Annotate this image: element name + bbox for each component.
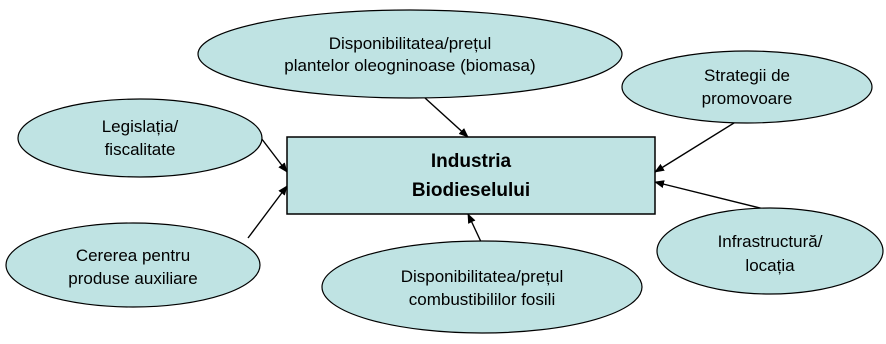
node-infrastructure-line1: Infrastructură/ — [718, 232, 823, 251]
node-biomass-line1: Disponibilitatea/prețul — [329, 34, 492, 53]
arrow-promotion-to-center — [654, 117, 743, 173]
node-byproducts: Cererea pentru produse auxiliare — [5, 222, 261, 308]
arrow-legislation-to-center — [257, 133, 288, 173]
node-byproducts-shape — [5, 222, 261, 308]
node-infrastructure-shape — [656, 207, 884, 295]
node-promotion-shape — [621, 50, 873, 124]
node-fossil-line2: combustibililor fosili — [409, 290, 555, 309]
node-infrastructure-line2: locația — [745, 256, 795, 275]
center-box: Industria Biodieselului — [286, 136, 656, 215]
arrow-infrastructure-to-center — [654, 180, 777, 213]
node-biomass-line2: plantelor oleogninoase (biomasa) — [284, 56, 535, 75]
node-byproducts-line1: Cererea pentru — [76, 246, 190, 265]
node-promotion-line1: Strategii de — [704, 66, 790, 85]
center-box-shape — [286, 136, 656, 215]
node-infrastructure: Infrastructură/ locația — [656, 207, 884, 295]
node-byproducts-line2: produse auxiliare — [68, 269, 197, 288]
center-title-line2: Biodieselului — [412, 180, 530, 201]
node-biomass: Disponibilitatea/prețul plantelor oleogn… — [197, 9, 623, 99]
node-fossil: Disponibilitatea/prețul combustibililor … — [321, 240, 643, 334]
center-title-line1: Industria — [431, 151, 512, 172]
node-legislation: Legislația/ fiscalitate — [17, 98, 263, 178]
arrow-byproducts-to-center — [247, 185, 288, 239]
node-legislation-line2: fiscalitate — [105, 140, 176, 159]
arrows — [247, 97, 777, 245]
arrow-biomass-to-center — [424, 97, 469, 138]
node-biomass-shape — [197, 9, 623, 99]
node-fossil-shape — [321, 240, 643, 334]
arrow-fossil-to-center — [467, 213, 483, 245]
node-legislation-line1: Legislația/ — [102, 117, 179, 136]
node-promotion: Strategii de promovoare — [621, 50, 873, 124]
node-fossil-line1: Disponibilitatea/prețul — [401, 267, 564, 286]
node-promotion-line2: promovoare — [702, 89, 793, 108]
node-legislation-shape — [17, 98, 263, 178]
